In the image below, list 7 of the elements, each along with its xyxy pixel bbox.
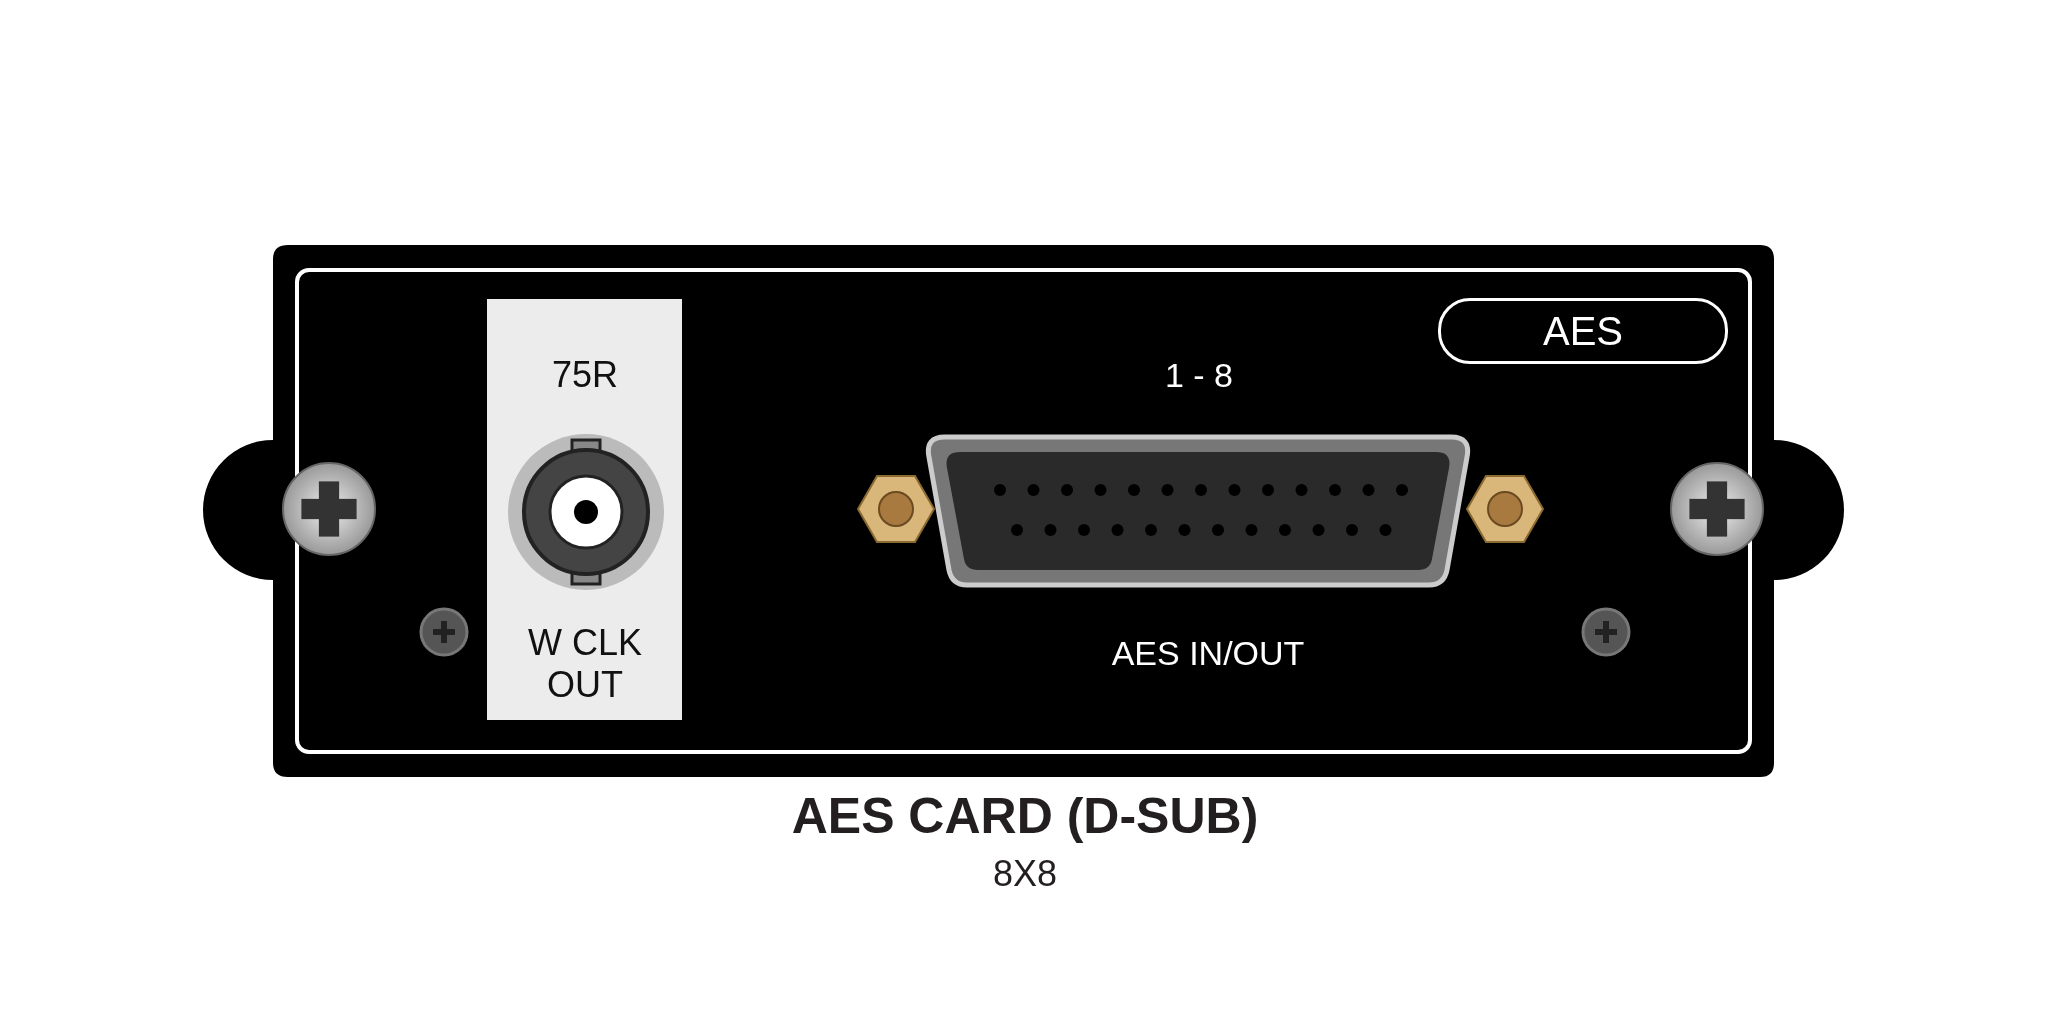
- caption: 8X8: [992, 853, 1058, 895]
- panel-label: AES IN/OUT: [1111, 633, 1305, 673]
- connector-label: W CLK OUT: [527, 622, 643, 706]
- connector-label: 75R: [550, 354, 619, 396]
- title: AES CARD (D-SUB): [791, 787, 1259, 845]
- panel-label: 1 - 8: [1165, 355, 1233, 395]
- panel-badge: AES: [1438, 298, 1728, 364]
